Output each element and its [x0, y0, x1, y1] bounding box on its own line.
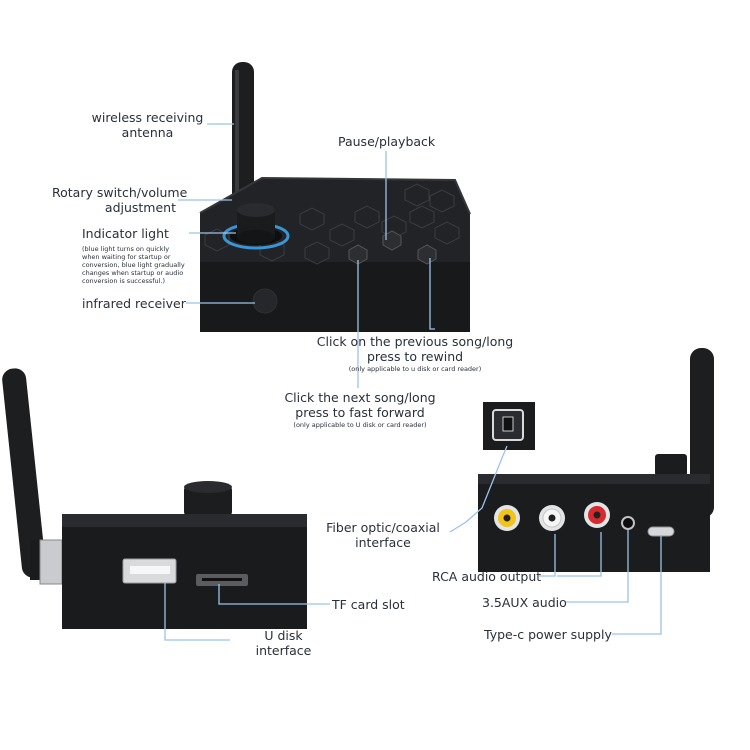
usb-port-drawing	[122, 558, 177, 584]
infrared-label: infrared receiver	[82, 296, 186, 311]
rca-white-drawing	[539, 505, 565, 531]
next-note: (only applicable to U disk or card reade…	[293, 421, 427, 429]
typec-label: Type-c power supply	[484, 627, 612, 642]
optical-inset	[483, 402, 535, 450]
indicator-note: (blue light turns on quickly when waitin…	[82, 245, 185, 285]
pause-label: Pause/playback	[338, 134, 436, 149]
indicator-note-line1: (blue light turns on quickly	[82, 245, 170, 253]
previous-note: (only applicable to u disk or card reade…	[348, 365, 482, 373]
aux-port-drawing	[621, 516, 635, 530]
indicator-note-line4: changes when startup or audio	[82, 269, 184, 277]
right-device	[478, 348, 714, 572]
antenna-label-line1: wireless receiving	[91, 110, 204, 125]
indicator-label: Indicator light	[82, 226, 169, 241]
ir-receiver-window	[252, 288, 278, 314]
top-device	[199, 62, 471, 332]
rotary-label-line2: adjustment	[104, 200, 176, 215]
previous-label-line2: press to rewind	[366, 349, 464, 364]
indicator-note-line2: when waiting for startup or	[82, 253, 171, 261]
udisk-label-line2: interface	[255, 643, 312, 658]
typec-port-drawing	[647, 526, 675, 537]
left-device	[2, 368, 307, 629]
aux-label: 3.5AUX audio	[482, 595, 567, 610]
fiber-label: Fiber optic/coaxial interface	[323, 520, 443, 550]
rotary-label-line1: Rotary switch/volume	[52, 185, 188, 200]
volume-knob	[222, 203, 290, 250]
tf-label: TF card slot	[332, 597, 405, 612]
antenna-label: wireless receiving antenna	[90, 110, 205, 140]
udisk-label: U disk interface	[236, 628, 331, 658]
udisk-label-line1: U disk	[264, 628, 303, 643]
rca-label: RCA audio output	[432, 569, 542, 584]
tf-slot-drawing	[196, 574, 248, 586]
next-label-line2: press to fast forward	[295, 405, 425, 420]
rotary-label: Rotary switch/volume adjustment	[52, 185, 188, 215]
antenna-label-line2: antenna	[121, 125, 174, 140]
previous-label: Click on the previous song/long press to…	[310, 334, 520, 364]
next-label: Click the next song/long press to fast f…	[270, 390, 450, 420]
leader-lines	[164, 123, 662, 641]
previous-label-line1: Click on the previous song/long	[316, 334, 514, 349]
indicator-note-line5: conversion is successful.)	[82, 277, 166, 285]
top-buttons	[348, 230, 437, 265]
rca-yellow-drawing	[494, 505, 520, 531]
indicator-note-line3: conversion, blue light gradually	[82, 261, 185, 269]
rca-red-drawing	[584, 502, 610, 528]
fiber-label-line2: interface	[355, 535, 411, 550]
fiber-label-line1: Fiber optic/coaxial	[326, 520, 440, 535]
next-label-line1: Click the next song/long	[284, 390, 436, 405]
